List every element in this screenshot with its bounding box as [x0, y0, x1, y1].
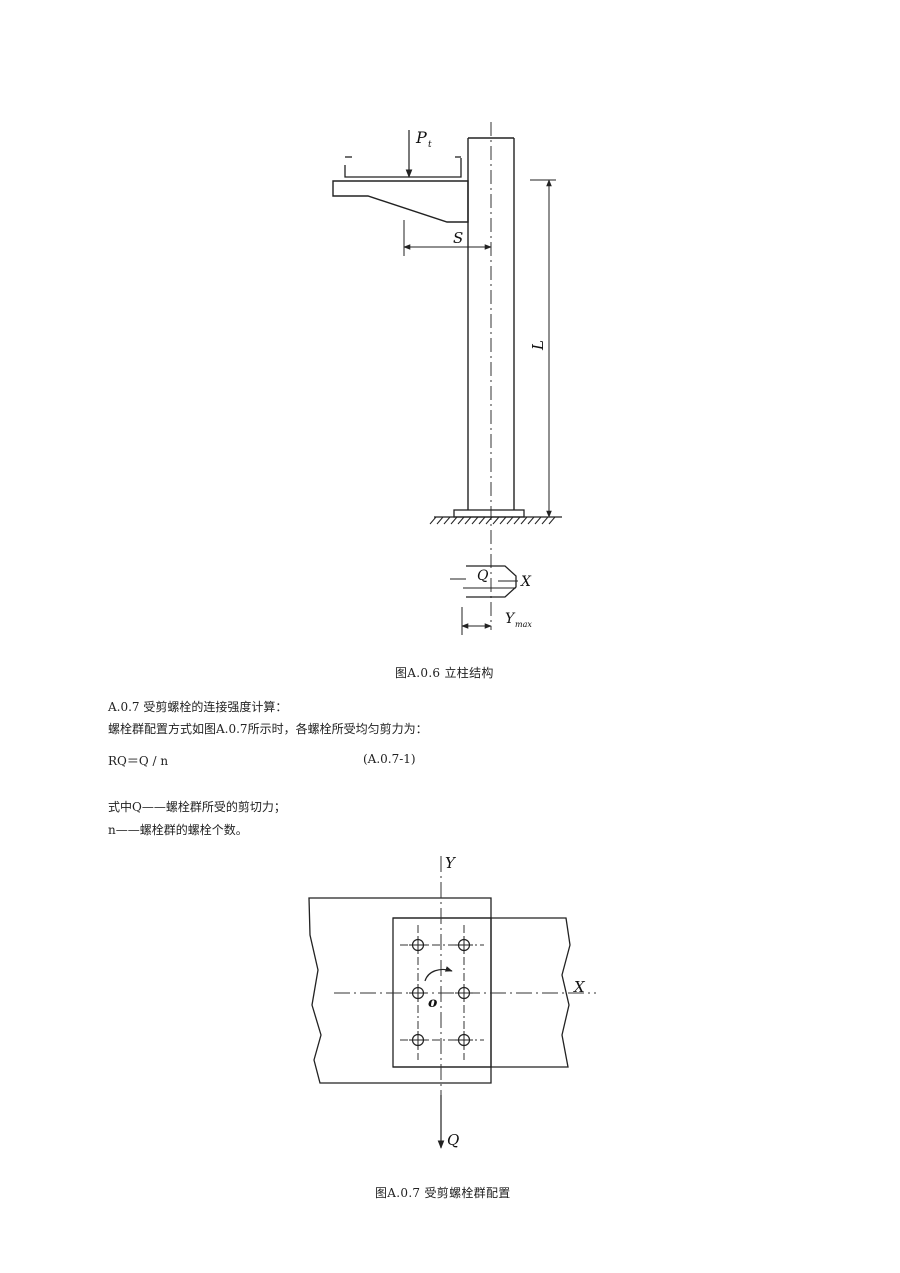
hatch-mark: [527, 516, 535, 525]
hatch-mark: [436, 516, 444, 525]
hatch-mark: [464, 516, 472, 525]
right-member: [393, 917, 571, 1068]
origin-label: o: [428, 995, 437, 1011]
hatch-mark: [499, 516, 507, 525]
ymax-label: Y: [505, 611, 516, 627]
hatch-mark: [520, 516, 528, 525]
hatch-mark: [548, 516, 556, 525]
hatch-mark: [513, 516, 521, 525]
hatch-mark: [457, 516, 465, 525]
splice-plate: [392, 917, 492, 1068]
hatch-mark: [478, 516, 486, 525]
formula: RQ＝Q / n: [108, 754, 169, 768]
bolt: [455, 936, 473, 954]
load-label: P: [415, 128, 427, 147]
section-x-label: X: [520, 574, 532, 590]
hatch-mark: [471, 516, 479, 525]
bolt-group: [409, 936, 473, 1049]
bolt-grid-lines: [400, 925, 484, 1060]
hatch-mark: [485, 516, 493, 525]
figure-a06-caption: 图A.0.6 立柱结构: [395, 666, 494, 680]
bolt: [455, 984, 473, 1002]
bolt: [455, 1031, 473, 1049]
ground-hatch: [429, 516, 556, 525]
hatch-mark: [506, 516, 514, 525]
hatch-mark: [450, 516, 458, 525]
section-q-label: Q: [477, 568, 489, 584]
base-plate: [453, 509, 525, 518]
rotation-arrow: [424, 966, 453, 982]
left-member: [308, 897, 492, 1084]
definition-q: 式中Q——螺栓群所受的剪切力；: [108, 800, 286, 814]
l-dimension-label: L: [529, 340, 547, 351]
bolt: [409, 936, 427, 954]
load-label-subscript: t: [428, 140, 432, 150]
cantilever-arm: [332, 180, 469, 223]
ymax-label-subscript: max: [515, 620, 532, 629]
section-heading: A.0.7 受剪螺栓的连接强度计算：: [108, 700, 288, 714]
hatch-mark: [429, 516, 437, 525]
hatch-mark: [492, 516, 500, 525]
shear-force-label: Q: [447, 1131, 459, 1149]
bolt: [409, 984, 427, 1002]
hatch-mark: [443, 516, 451, 525]
definition-n: n——螺栓群的螺栓个数。: [108, 823, 248, 837]
y-axis-label: Y: [445, 854, 457, 872]
bolt: [409, 1031, 427, 1049]
figure-a07-caption: 图A.0.7 受剪螺栓群配置: [375, 1186, 511, 1200]
formula-number: (A.0.7-1): [363, 752, 416, 766]
s-dimension-label: S: [453, 229, 463, 247]
sign-bracket: [344, 158, 462, 178]
hatch-mark: [541, 516, 549, 525]
intro-paragraph: 螺栓群配置方式如图A.0.7所示时，各螺栓所受均匀剪力为：: [108, 722, 428, 736]
x-axis-label: X: [573, 978, 586, 996]
hatch-mark: [534, 516, 542, 525]
column-structure-figure: P t S L Q X Y max: [332, 122, 562, 635]
